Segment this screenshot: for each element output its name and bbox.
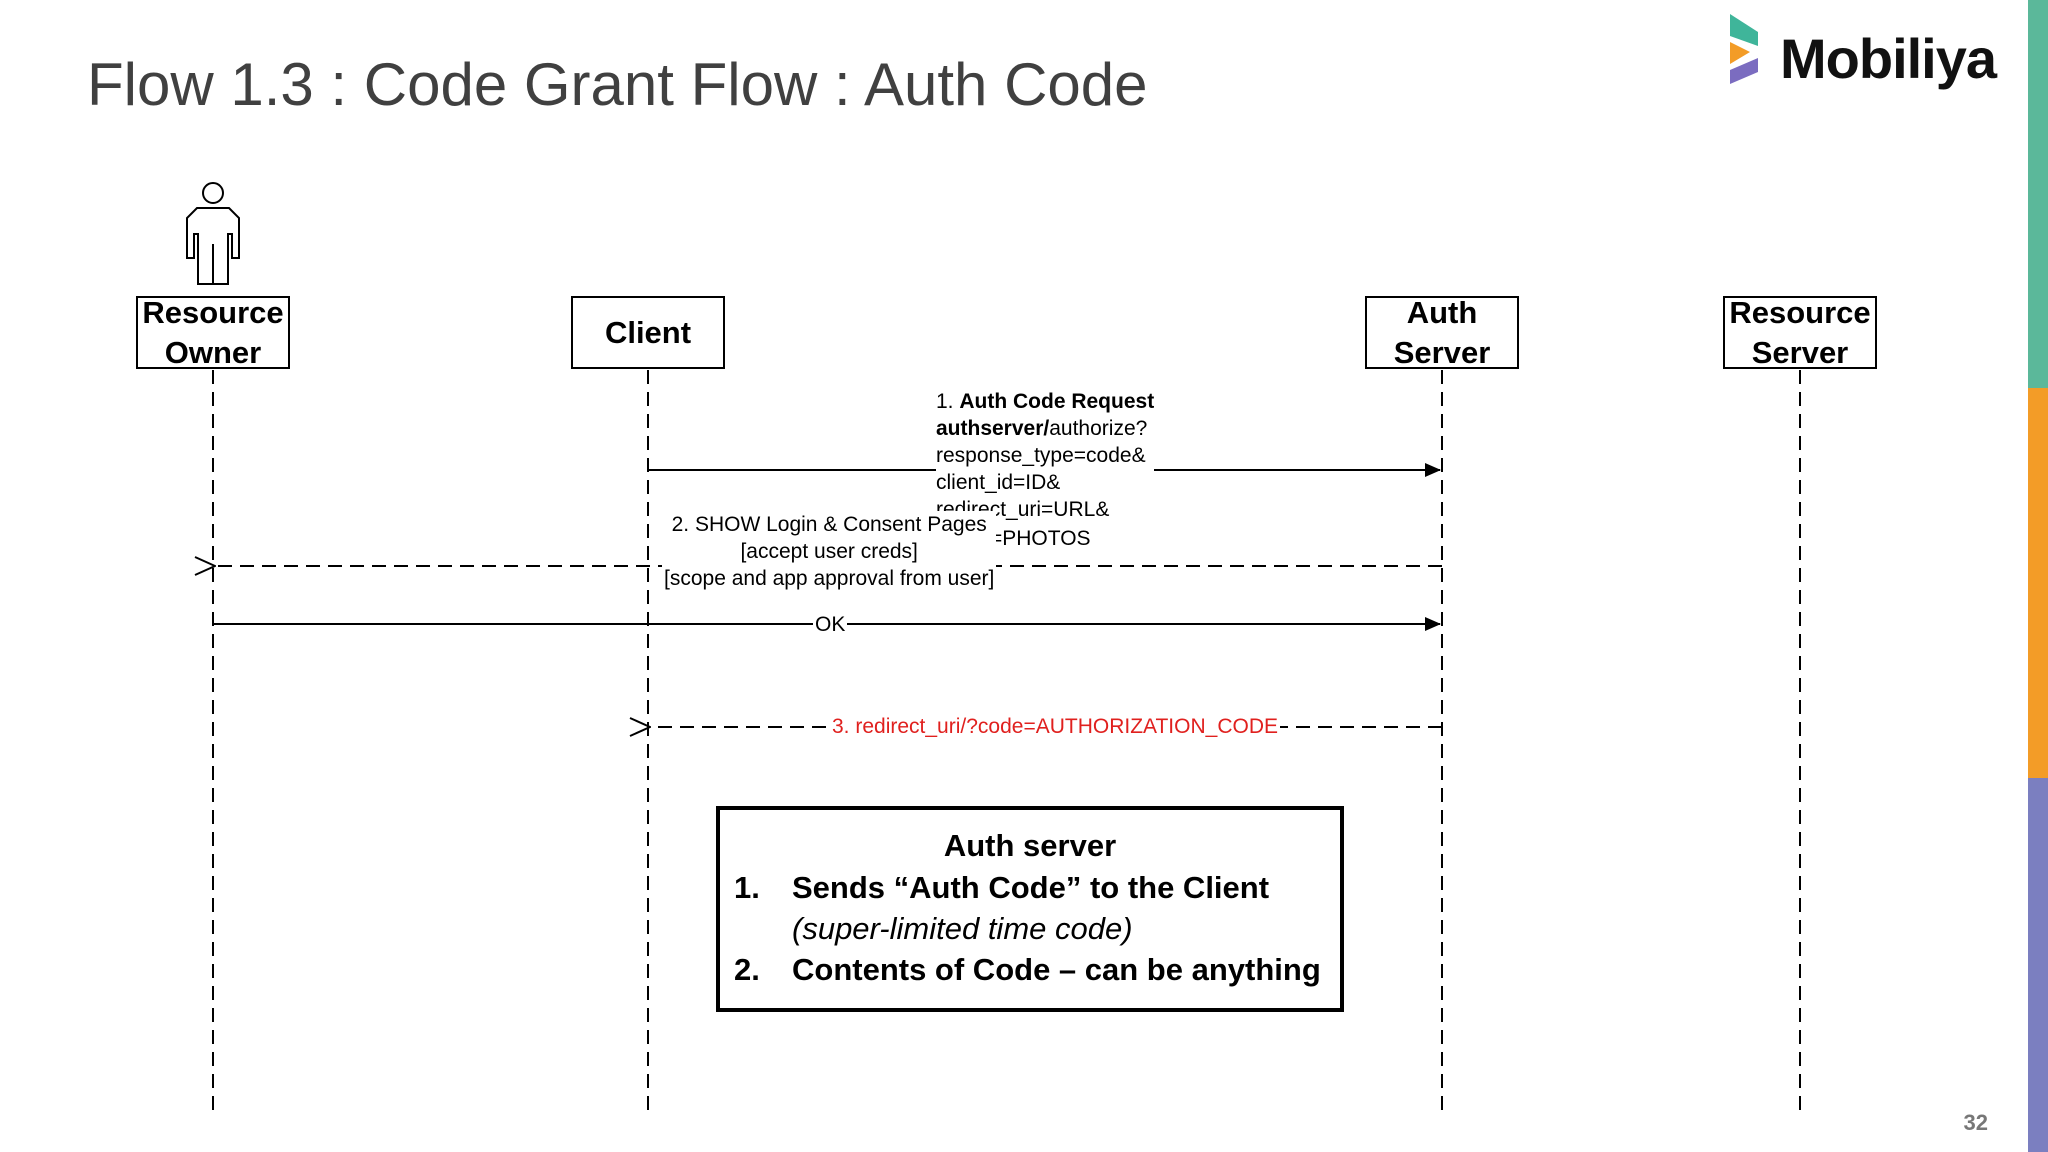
participant-label-line1: Client [604, 314, 692, 350]
note-item-2-number: 2. [734, 952, 760, 987]
person-icon [186, 182, 240, 285]
message-ok-label: OK [813, 611, 848, 638]
participant-label-line1: Resource [1729, 294, 1871, 330]
logo-mark-icon [1730, 14, 1758, 84]
participant-label-line2: Server [1751, 334, 1849, 370]
message-3-label: 3. redirect_uri/?code=AUTHORIZATION_CODE [830, 713, 1280, 740]
message-2-line2: [accept user creds] [740, 540, 918, 563]
message-1-title: Auth Code Request [959, 390, 1155, 413]
message-1-param-scope: =PHOTOS [990, 527, 1091, 550]
mobiliya-logo: Mobiliya [1728, 10, 2003, 100]
note-title: Auth server [943, 828, 1117, 863]
note-item-1-number: 1. [734, 870, 760, 905]
participant-label-line2: Owner [164, 334, 262, 370]
message-1-param-response-type: response_type=code& [936, 442, 1155, 469]
auth-server-note: Auth server 1. Sends “Auth Code” to the … [716, 806, 1344, 1012]
message-1-label: 1. Auth Code Request authserver/authoriz… [936, 388, 1155, 523]
accent-strip-orange [2028, 388, 2048, 778]
participant-label-line2: Server [1393, 334, 1491, 370]
accent-strip-purple [2028, 778, 2048, 1152]
message-2-line1: 2. SHOW Login & Consent Pages [671, 513, 987, 536]
participant-label-line1: Resource [142, 294, 284, 330]
slide-title: Flow 1.3 : Code Grant Flow : Auth Code [87, 51, 1148, 118]
message-2-line3: [scope and app approval from user] [664, 567, 995, 590]
accent-strip-green [2028, 0, 2048, 388]
page-number: 32 [1963, 1110, 1988, 1135]
note-item-1-text: Sends “Auth Code” to the Client [792, 870, 1270, 905]
note-item-1-subtext: (super-limited time code) [792, 911, 1133, 946]
message-2-label: 2. SHOW Login & Consent Pages [accept us… [662, 511, 997, 592]
message-1-prefix: 1. [936, 390, 960, 413]
message-1-path: authorize? [1049, 417, 1148, 440]
logo-text: Mobiliya [1780, 27, 1997, 90]
note-item-2-text: Contents of Code – can be anything [792, 952, 1321, 987]
participant-label-line1: Auth [1406, 294, 1478, 330]
message-1-endpoint: authserver/ [936, 417, 1050, 440]
message-1-param-client-id: client_id=ID& [936, 469, 1155, 496]
participant-client: Client [571, 296, 725, 369]
